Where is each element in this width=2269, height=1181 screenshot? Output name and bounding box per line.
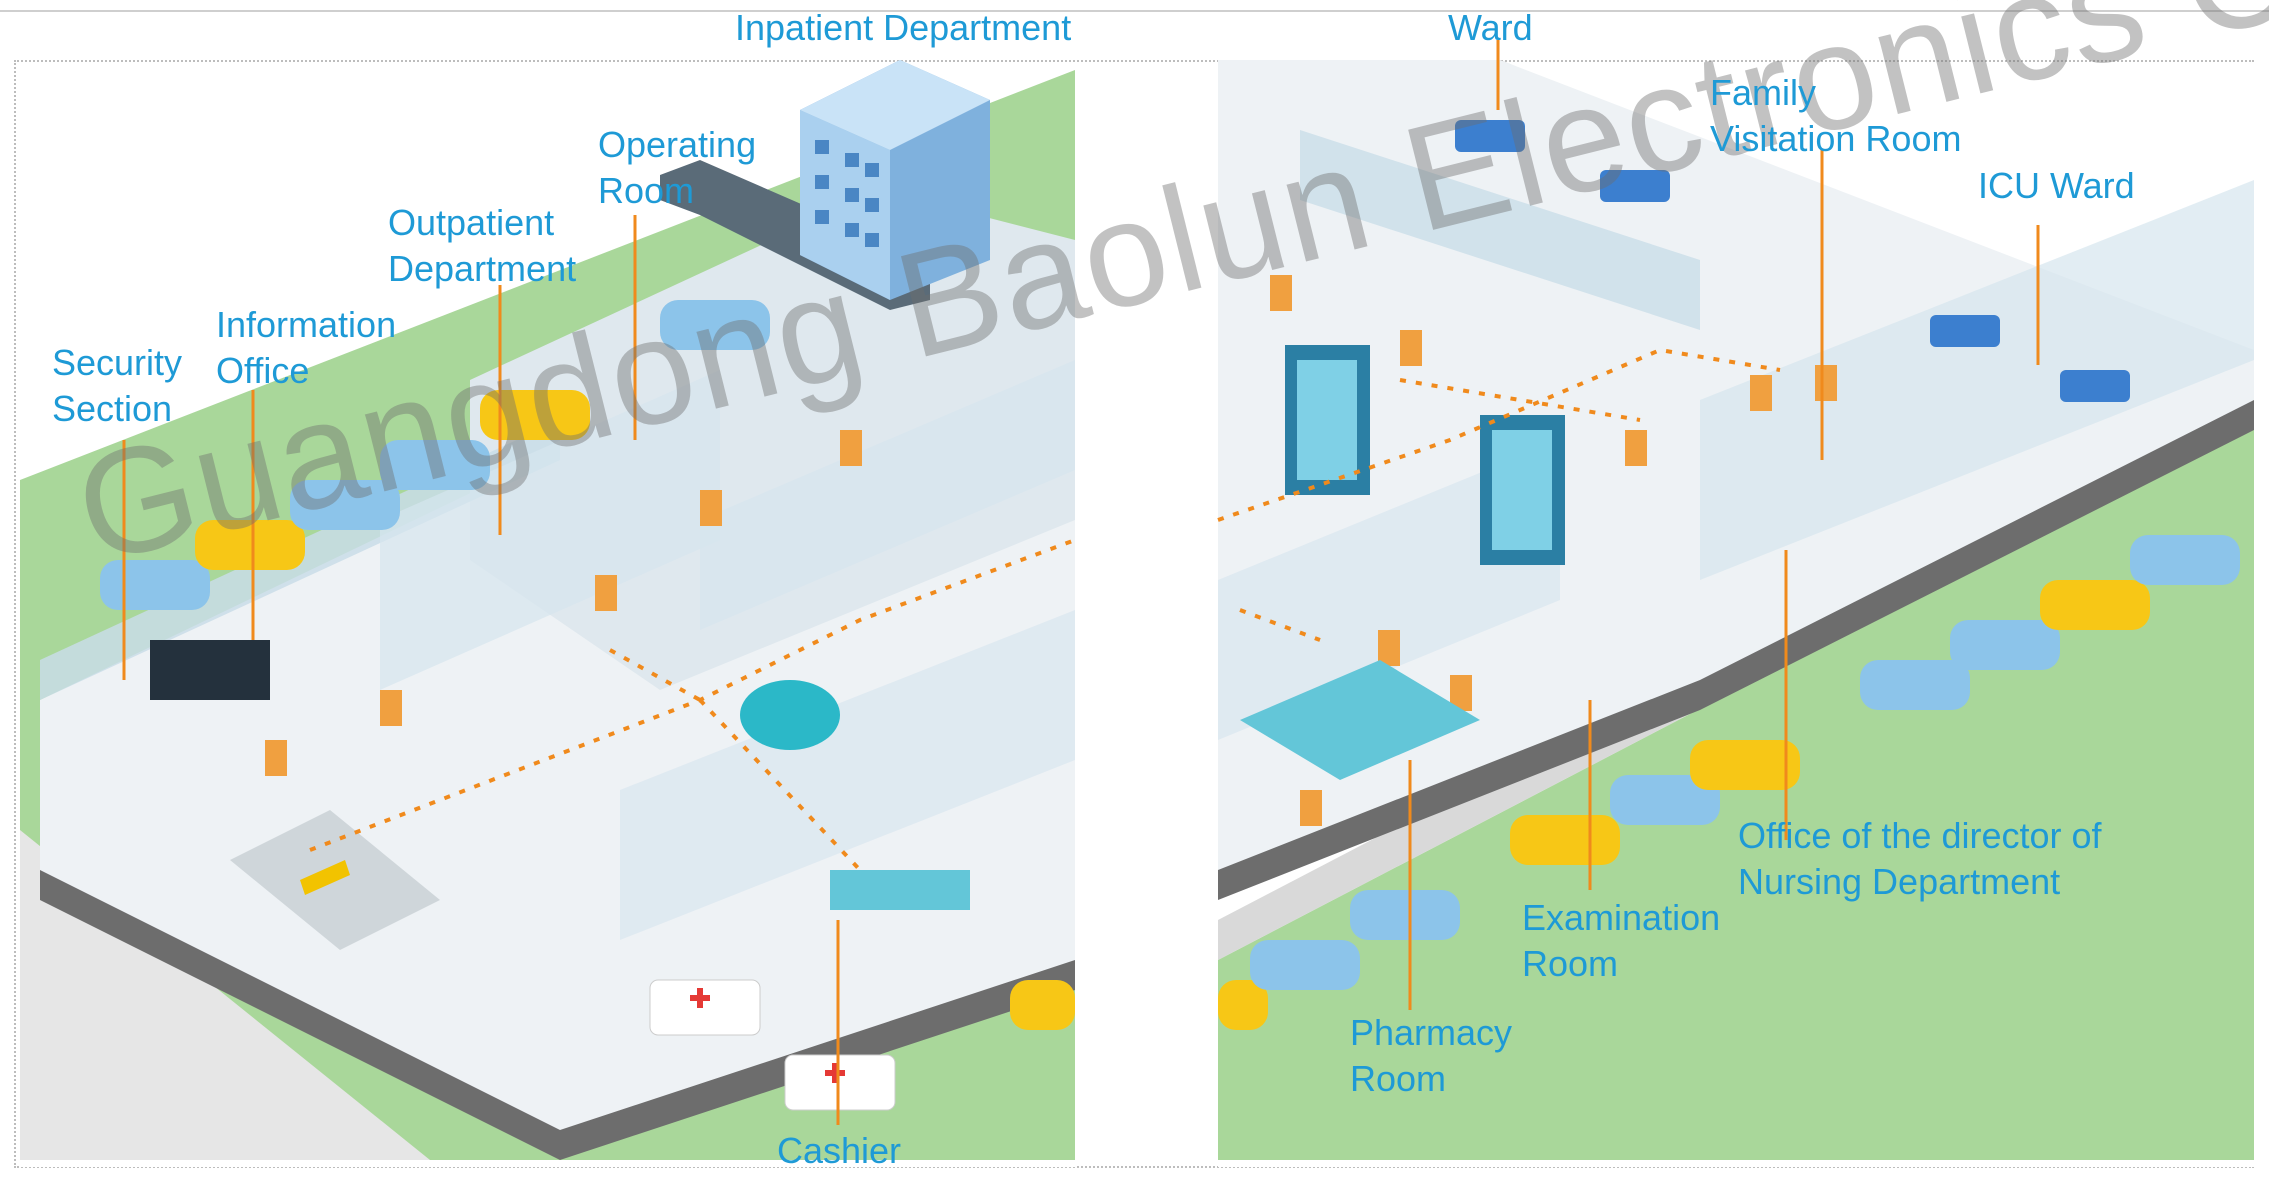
elevator-icon <box>1285 345 1565 565</box>
flow-path <box>609 648 701 702</box>
reception-desk <box>150 640 970 910</box>
wall-icu <box>1700 180 2254 580</box>
label-examination-room: Examination Room <box>1522 897 1721 984</box>
door-icon <box>265 430 862 776</box>
wall-cashier <box>620 610 1075 940</box>
label-inpatient-department: Inpatient Department <box>735 7 1072 48</box>
label-operating-room: Operating Room <box>598 124 757 211</box>
label-pharmacy-room: Pharmacy Room <box>1350 1012 1513 1099</box>
label-security-section: Security Section <box>52 342 183 429</box>
flow-path <box>698 698 862 872</box>
car-icon <box>1218 535 2240 1030</box>
wall-ward <box>1300 130 1700 330</box>
leader-lines <box>122 40 2040 1125</box>
label-outpatient-department: Outpatient Department <box>388 202 577 289</box>
pharmacy-desk <box>1240 660 1480 780</box>
label-director-office-nursing: Office of the director of Nursing Depart… <box>1738 815 2102 902</box>
label-cashier: Cashier <box>777 1130 902 1171</box>
top-border-line <box>0 10 2269 12</box>
wall-outpatient <box>380 370 720 690</box>
bed-icon <box>1455 120 2130 402</box>
right-panel <box>1217 60 2254 1167</box>
inpatient-building-icon <box>660 60 990 310</box>
left-panel <box>20 60 1076 1167</box>
flow-path <box>309 538 1076 852</box>
car-icon <box>100 300 1075 1030</box>
label-icu-ward: ICU Ward <box>1978 165 2135 206</box>
label-information-office: Information Office <box>216 304 397 391</box>
wall-pharmacy <box>1218 440 1560 740</box>
wall-inner <box>700 360 1075 630</box>
ambulance-icon <box>649 979 896 1111</box>
label-ward: Ward <box>1448 7 1533 48</box>
entrance-stairs <box>230 810 440 950</box>
label-family-visitation-room: Family Visitation Room <box>1710 72 1962 159</box>
